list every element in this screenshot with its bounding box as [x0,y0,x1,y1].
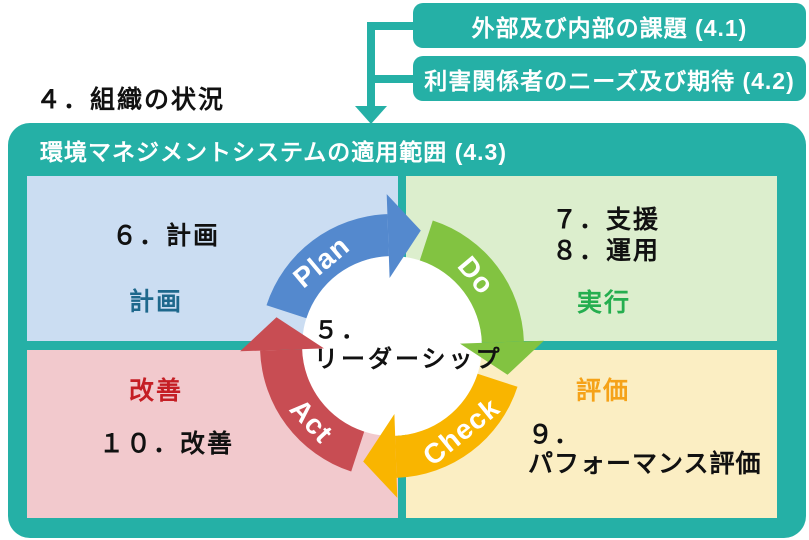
plan-clause-text: ６．計画 [112,222,221,250]
do-clauses-text: ７．支援 ８．運用 [552,205,660,267]
pdca-center-circle [302,256,482,436]
leadership-clause-number: ５． [314,317,368,344]
act-clause-text: １０．改善 [99,430,235,458]
pdca-arrowhead-act [240,317,324,352]
do-clause-support: ７．支援 [552,206,661,234]
down-arrow-icon [355,106,387,124]
act-label-text: 改善 [129,377,184,405]
scope-box-title: 環境マネジメントシステムの適用範囲 (4.3) [40,139,507,165]
connector-line-vertical [367,22,375,108]
leadership-center-text: ５． リーダーシップ [314,316,503,374]
pdca-arrowhead-plan [386,194,421,278]
check-label-text: 評価 [576,377,631,405]
connector-line-horizontal-2 [371,75,417,83]
plan-label-text: 計画 [129,288,184,316]
check-clauses-text: ９． パフォーマンス評価 [528,421,762,479]
banner-stakeholder-needs: 利害関係者のニーズ及び期待 (4.2) [413,56,806,101]
pdca-arrowhead-do [460,340,544,375]
pdca-arc-act [260,349,365,472]
pdca-arc-do [419,220,524,343]
pdca-arc-check [395,373,518,478]
leadership-clause-name: リーダーシップ [314,346,503,373]
pdca-arrowhead-check [363,414,398,498]
do-label-text: 実行 [577,289,632,317]
check-clause-number: ９． [528,421,581,449]
check-clause-name: パフォーマンス評価 [528,450,762,478]
do-clause-operation: ８．運用 [552,237,661,265]
section-title-context-of-organization: ４．組織の状況 [36,86,226,114]
connector-line-horizontal-1 [371,22,417,30]
banner-external-internal-issues: 外部及び内部の課題 (4.1) [413,3,806,48]
pdca-arc-plan [266,214,389,319]
